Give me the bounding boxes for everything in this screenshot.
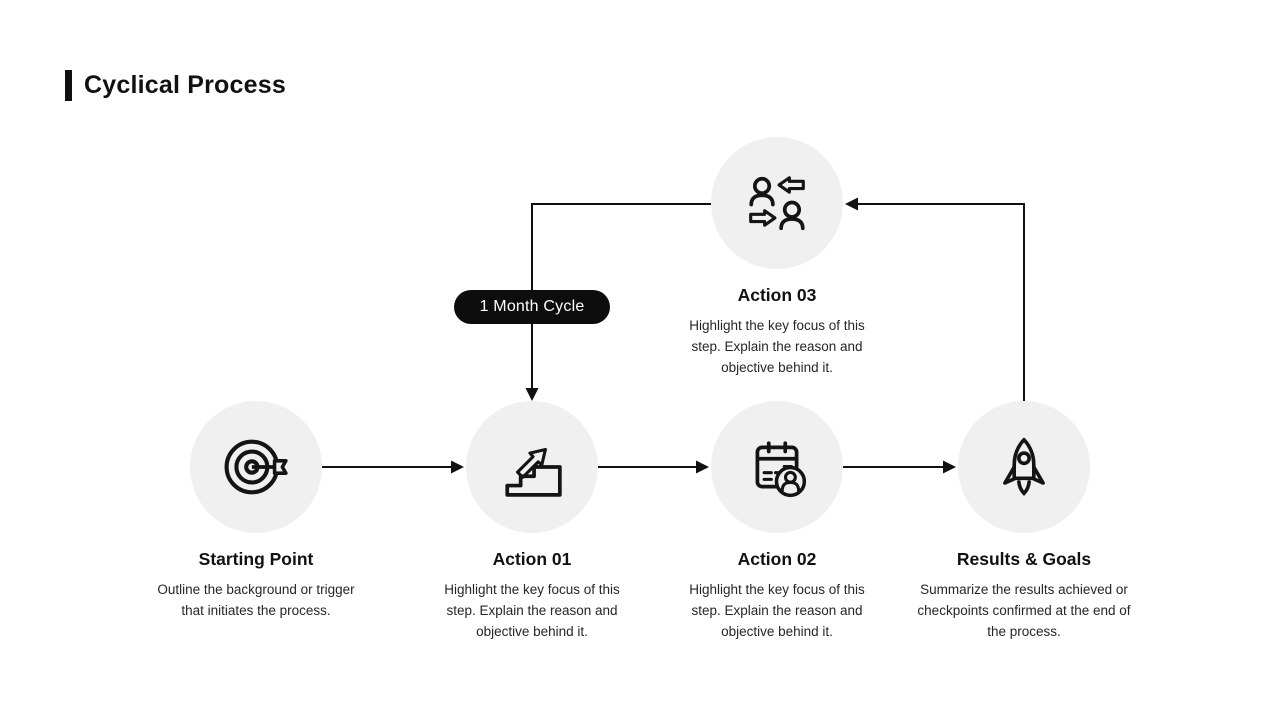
target-arrow-icon: [224, 439, 288, 495]
step-action-03: Action 03 Highlight the key focus of thi…: [667, 137, 887, 378]
node-action-03: [711, 137, 843, 269]
people-exchange-icon: [749, 176, 805, 231]
step-title: Action 02: [737, 549, 817, 569]
step-results-goals: Results & Goals Summarize the results ac…: [909, 401, 1139, 642]
rocket-icon: [1003, 437, 1045, 496]
step-starting-point: Starting Point Outline the background or…: [151, 401, 361, 621]
arrowhead-into-results: [943, 460, 956, 474]
edge-results-to-action03: [856, 203, 1025, 403]
slide-header: Cyclical Process: [65, 70, 286, 101]
node-starting-point: [190, 401, 322, 533]
cycle-duration-label: 1 Month Cycle: [479, 298, 585, 315]
step-description: Outline the background or trigger that i…: [157, 582, 355, 618]
step-action-02: Action 02 Highlight the key focus of thi…: [672, 401, 882, 642]
step-title: Starting Point: [198, 549, 314, 569]
step-description: Summarize the results achieved or checkp…: [917, 582, 1131, 639]
edge-action03-to-action01: [531, 203, 711, 389]
title-accent-bar: [65, 70, 72, 101]
cycle-duration-badge: 1 Month Cycle: [454, 290, 610, 324]
step-description: Highlight the key focus of this step. Ex…: [689, 582, 865, 639]
step-title: Results & Goals: [956, 549, 1092, 569]
step-title: Action 01: [492, 549, 572, 569]
step-action-01: Action 01 Highlight the key focus of thi…: [427, 401, 637, 642]
step-description: Highlight the key focus of this step. Ex…: [444, 582, 620, 639]
arrowhead-into-action01-top: [525, 388, 539, 401]
node-results-goals: [958, 401, 1090, 533]
calendar-user-icon: [755, 441, 807, 498]
page-title: Cyclical Process: [84, 71, 286, 99]
node-action-02: [711, 401, 843, 533]
arrowhead-into-action03: [845, 197, 858, 211]
arrowhead-into-action01-left: [451, 460, 464, 474]
step-title: Action 03: [737, 285, 817, 305]
step-description: Highlight the key focus of this step. Ex…: [689, 318, 865, 375]
node-action-01: [466, 401, 598, 533]
stairs-growth-icon: [505, 447, 562, 497]
arrowhead-into-action02: [696, 460, 709, 474]
